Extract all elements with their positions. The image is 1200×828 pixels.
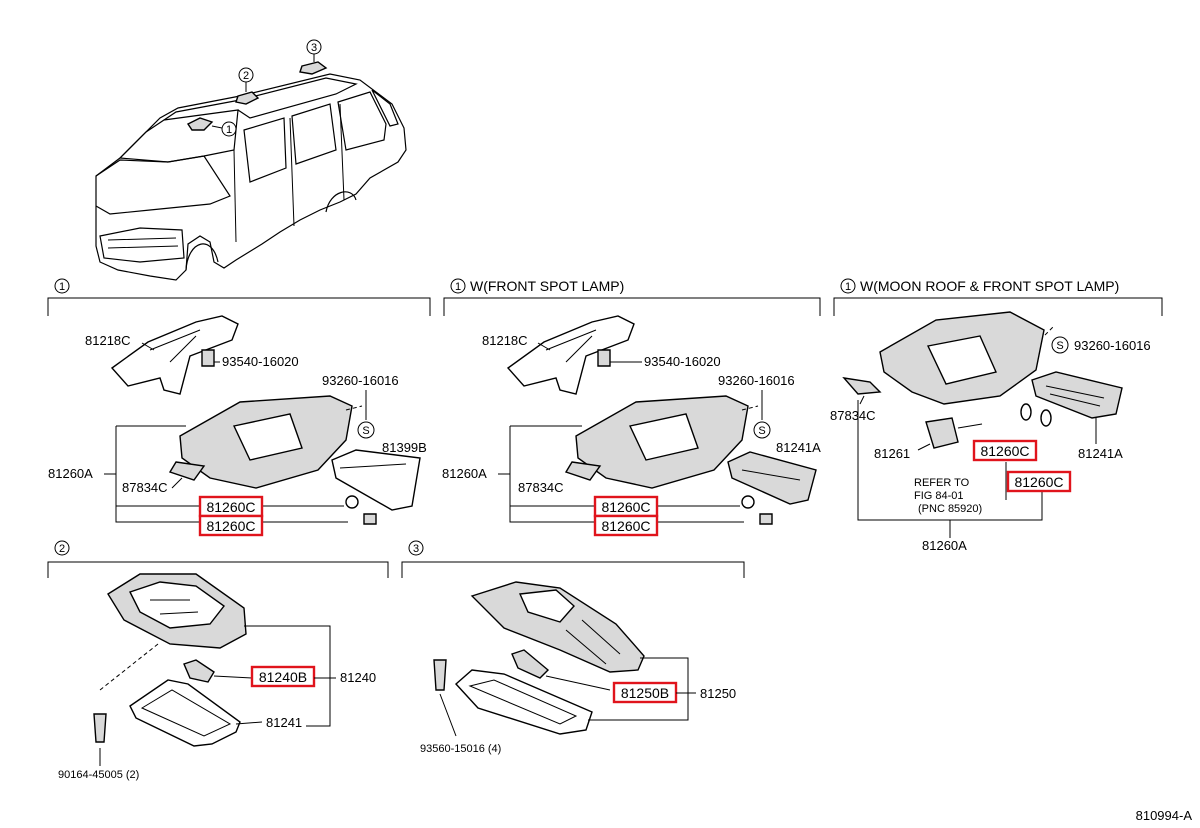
label-81250: 81250 [700,686,736,701]
label-c-81260a: 81260A [922,538,967,553]
label-93560-15016: 93560-15016 (4) [420,743,501,755]
section-1-marker [54,278,70,294]
label-81250b: 81250B [621,685,669,701]
section-1b-marker-text: 1 [455,281,461,293]
label-81240b: 81240B [259,669,307,685]
label-87834c: 87834C [122,480,168,495]
vehicle-marker-3 [306,39,322,55]
highlight-81260c-a2 [198,514,264,537]
highlight-81260c-c1 [972,439,1038,462]
section-1c-marker-text: 1 [845,281,851,293]
label-b-87834c: 87834C [518,480,564,495]
vehicle-illustration: 1 2 3 [95,39,407,281]
highlight-81240b [250,665,316,688]
label-b-93260-16016: 93260-16016 [718,373,795,388]
section-1-left: 1 81218C 93540-16020 93260-16016 S 81399… [47,278,431,537]
vehicle-marker-1-text: 1 [226,124,232,136]
vehicle-marker-2 [238,67,254,83]
svg-text:S: S [1056,340,1063,352]
label-81241: 81241 [266,715,302,730]
diagram-id: 810994-A [1136,808,1193,823]
section-2: 2 81240B 81241 81240 90164-45005 (2) [47,540,389,781]
label-c-refer-pnc: (PNC 85920) [918,503,982,515]
label-b-81241a: 81241A [776,440,821,455]
label-81218c: 81218C [85,333,131,348]
label-81399b: 81399B [382,440,427,455]
label-c-81261: 81261 [874,446,910,461]
label-c-refer-to: REFER TO [914,477,970,489]
label-81260c-b2: 81260C [601,518,650,534]
label-81240: 81240 [340,670,376,685]
label-81260c-c2: 81260C [1014,474,1063,490]
label-b-81218c: 81218C [482,333,528,348]
section-2-marker [54,540,70,556]
section-1c-marker [840,278,856,294]
vehicle-marker-2-text: 2 [243,70,249,82]
section-1-marker-text: 1 [59,281,65,293]
highlight-81260c-c2 [1006,470,1072,493]
label-81260c-b1: 81260C [601,499,650,515]
label-90164-45005: 90164-45005 (2) [58,769,139,781]
svg-text:S: S [758,425,765,437]
section-1b-marker [450,278,466,294]
highlight-81260c-b2 [593,514,659,537]
section-2-marker-text: 2 [59,543,65,555]
section-3-marker-text: 3 [413,543,419,555]
label-b-93540-16020: 93540-16020 [644,354,721,369]
label-c-81241a: 81241A [1078,446,1123,461]
label-c-87834c: 87834C [830,408,876,423]
label-81260c-a1: 81260C [206,499,255,515]
vehicle-marker-1 [221,121,237,137]
label-c-refer-fig: FIG 84-01 [914,490,964,502]
section-1c-title: W(MOON ROOF & FRONT SPOT LAMP) [860,278,1119,294]
label-c-93260-16016: 93260-16016 [1074,338,1151,353]
section-1-front-spot-lamp: 1 W(FRONT SPOT LAMP) 81218C 93540-16020 … [442,278,821,537]
label-93540-16020: 93540-16020 [222,354,299,369]
label-81260a: 81260A [48,466,93,481]
svg-text:S: S [362,425,369,437]
section-3: 3 81250B 81250 93560-15016 (4) [401,540,745,755]
label-93260-16016: 93260-16016 [322,373,399,388]
label-81260c-a2: 81260C [206,518,255,534]
label-b-81260a: 81260A [442,466,487,481]
section-1-moon-roof: 1 W(MOON ROOF & FRONT SPOT LAMP) 93260-1… [830,278,1163,553]
section-3-marker [408,540,424,556]
label-81260c-c1: 81260C [980,443,1029,459]
section-1b-title: W(FRONT SPOT LAMP) [470,278,624,294]
vehicle-marker-3-text: 3 [311,42,317,54]
